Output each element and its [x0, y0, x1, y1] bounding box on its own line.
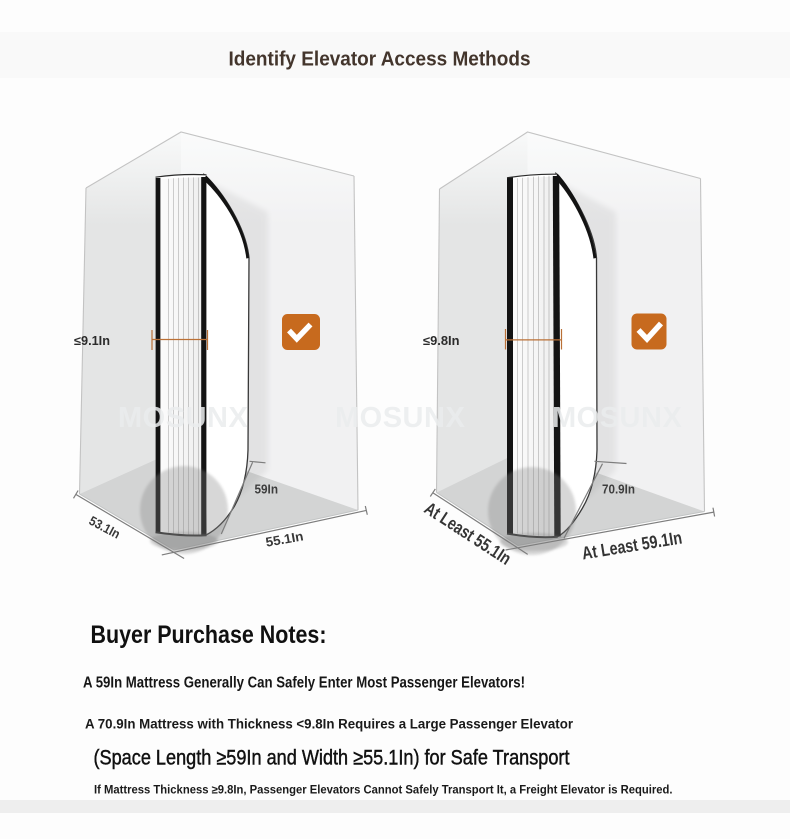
svg-text:≤9.1In: ≤9.1In	[74, 334, 110, 348]
svg-text:(Space Length ≥59In and Width: (Space Length ≥59In and Width ≥55.1In) f…	[94, 747, 570, 770]
svg-text:59In: 59In	[255, 482, 279, 497]
svg-text:At Least 59.1In: At Least 59.1In	[580, 528, 683, 564]
svg-text:55.1In: 55.1In	[264, 528, 304, 549]
svg-text:Buyer Purchase Notes:: Buyer Purchase Notes:	[91, 621, 327, 649]
svg-text:Identify Elevator Access Metho: Identify Elevator Access Methods	[229, 48, 531, 71]
svg-text:53.1In: 53.1In	[87, 513, 123, 542]
svg-text:MOSUNX: MOSUNX	[552, 402, 682, 434]
svg-text:MOSUNX: MOSUNX	[335, 402, 465, 434]
svg-text:A 70.9In Mattress with Thickne: A 70.9In Mattress with Thickness <9.8In …	[85, 717, 574, 732]
svg-text:A 59In Mattress Generally Can: A 59In Mattress Generally Can Safely Ent…	[83, 675, 525, 692]
svg-text:MOSUNX: MOSUNX	[118, 402, 248, 434]
svg-text:70.9In: 70.9In	[602, 482, 635, 497]
svg-text:If Mattress Thickness ≥9.8In,: If Mattress Thickness ≥9.8In, Passenger …	[94, 785, 673, 797]
svg-text:≤9.8In: ≤9.8In	[423, 334, 460, 348]
